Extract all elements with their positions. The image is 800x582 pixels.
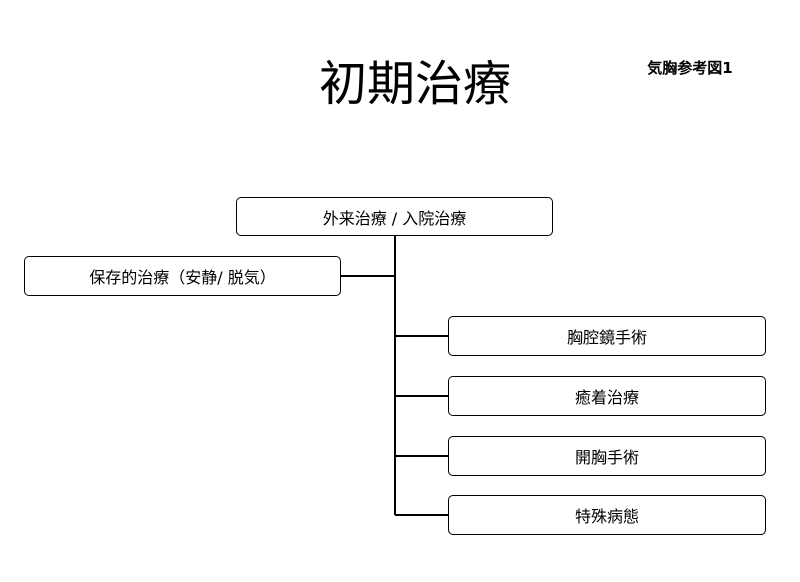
node-thoracoscopic: 胸腔鏡手術 bbox=[448, 316, 766, 356]
node-conservative: 保存的治療（安静/ 脱気） bbox=[24, 256, 341, 296]
page-title: 初期治療 bbox=[318, 56, 511, 112]
node-root: 外来治療 / 入院治療 bbox=[236, 197, 553, 236]
node-thoracoscopic-label: 胸腔鏡手術 bbox=[566, 328, 647, 347]
node-thoracotomy: 開胸手術 bbox=[448, 436, 766, 476]
node-special-label: 特殊病態 bbox=[574, 507, 639, 526]
node-special: 特殊病態 bbox=[448, 495, 766, 535]
node-pleurodesis-label: 癒着治療 bbox=[574, 388, 639, 407]
node-pleurodesis: 癒着治療 bbox=[448, 376, 766, 416]
node-conservative-label: 保存的治療（安静/ 脱気） bbox=[89, 268, 276, 287]
reference-label: 気胸参考図1 bbox=[647, 59, 733, 77]
node-root-label: 外来治療 / 入院治療 bbox=[322, 208, 467, 228]
node-thoracotomy-label: 開胸手術 bbox=[574, 448, 639, 467]
